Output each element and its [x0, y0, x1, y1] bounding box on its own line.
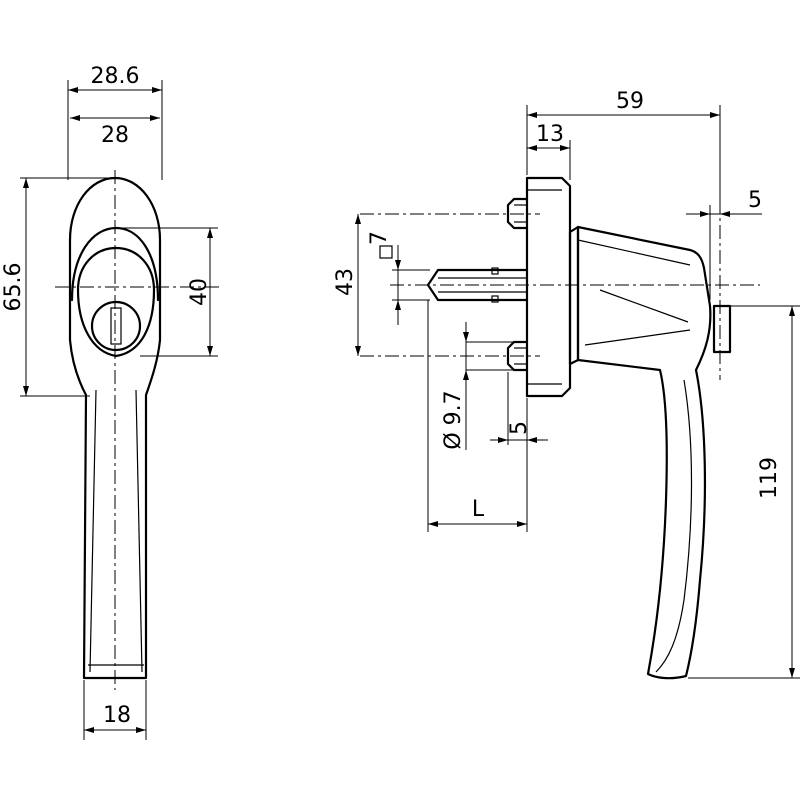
front-lever-inner-left [89, 389, 97, 673]
dim-offset-bottom: 5 [507, 421, 532, 435]
side-handle-inner-curve [655, 379, 693, 673]
side-handle-neck [568, 225, 580, 366]
side-screw-top [506, 197, 529, 230]
dim-height-rosette: 65.6 [1, 263, 26, 312]
square-symbol [379, 245, 393, 259]
dim-length-total: 59 [616, 89, 644, 114]
dim-spindle-length: L [472, 497, 485, 522]
front-neck-outline [76, 246, 156, 358]
front-view: 28.6 28 65.6 40 18 [1, 64, 220, 740]
dim-handle-drop: 119 [757, 457, 782, 499]
dim-offset-right: 5 [748, 188, 762, 213]
dim-screw-distance: 43 [333, 268, 358, 296]
lock-cylinder [90, 300, 142, 352]
side-handle-outline [576, 225, 712, 680]
dim-depth-rosette: 13 [536, 122, 564, 147]
side-lock-knob [712, 304, 732, 354]
dim-diameter-screw: Ø 9.7 [441, 390, 466, 449]
side-handle-ridge [577, 239, 691, 346]
dim-width-tip: 18 [103, 703, 131, 728]
dim-square-spindle: 7 [367, 231, 392, 245]
key-slot [110, 307, 122, 345]
front-lever-inner-right [135, 389, 143, 673]
dim-width-outer: 28.6 [91, 64, 140, 89]
dim-width-inner: 28 [101, 123, 129, 148]
side-rosette-plate [525, 176, 572, 398]
side-view: 59 13 5 7 43 Ø 9.7 [333, 89, 800, 680]
dim-height-boss: 40 [187, 278, 212, 306]
